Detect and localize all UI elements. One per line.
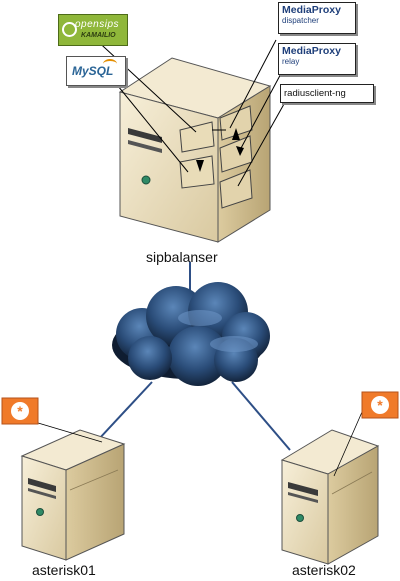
svg-text:*: * (377, 397, 383, 413)
asterisk01-label: asterisk01 (32, 562, 96, 578)
mediaproxy-dispatcher-box: MediaProxy dispatcher (278, 2, 356, 34)
asterisk01-server (20, 429, 126, 561)
network-cloud-icon (112, 282, 270, 386)
component-arrows (91, 35, 285, 187)
asterisk02-logo-icon: * (361, 391, 399, 419)
mediaproxy-relay-box: MediaProxy relay (278, 43, 356, 75)
sipbalanser-label: sipbalanser (146, 249, 218, 265)
radiusclient-label: radiusclient-ng (284, 88, 346, 99)
opensips-logo-sub: KAMAILIO (81, 32, 116, 39)
link-cloud-asterisk01 (97, 381, 153, 441)
mysql-dolphin-icon (103, 59, 117, 69)
opensips-ring-icon (62, 22, 77, 37)
svg-text:*: * (17, 403, 23, 419)
asterisk02-server (280, 411, 380, 565)
mediaproxy-relay-title: MediaProxy (282, 45, 341, 57)
asterisk01-logo-pointer (27, 419, 103, 443)
link-cloud-asterisk02 (231, 381, 291, 451)
asterisk01-logo-icon: * (1, 397, 39, 425)
opensips-logo-text: opensips (75, 19, 120, 30)
mediaproxy-dispatcher-sub: dispatcher (282, 16, 319, 25)
arrow-heads (196, 128, 244, 172)
radiusclient-box: radiusclient-ng (280, 84, 374, 103)
sipbalanser-server (118, 57, 272, 243)
mysql-logo: MySQL (66, 56, 126, 86)
mediaproxy-relay-sub: relay (282, 57, 300, 66)
mediaproxy-dispatcher-title: MediaProxy (282, 4, 341, 16)
asterisk02-label: asterisk02 (292, 562, 356, 578)
opensips-logo: opensips KAMAILIO (58, 14, 128, 46)
